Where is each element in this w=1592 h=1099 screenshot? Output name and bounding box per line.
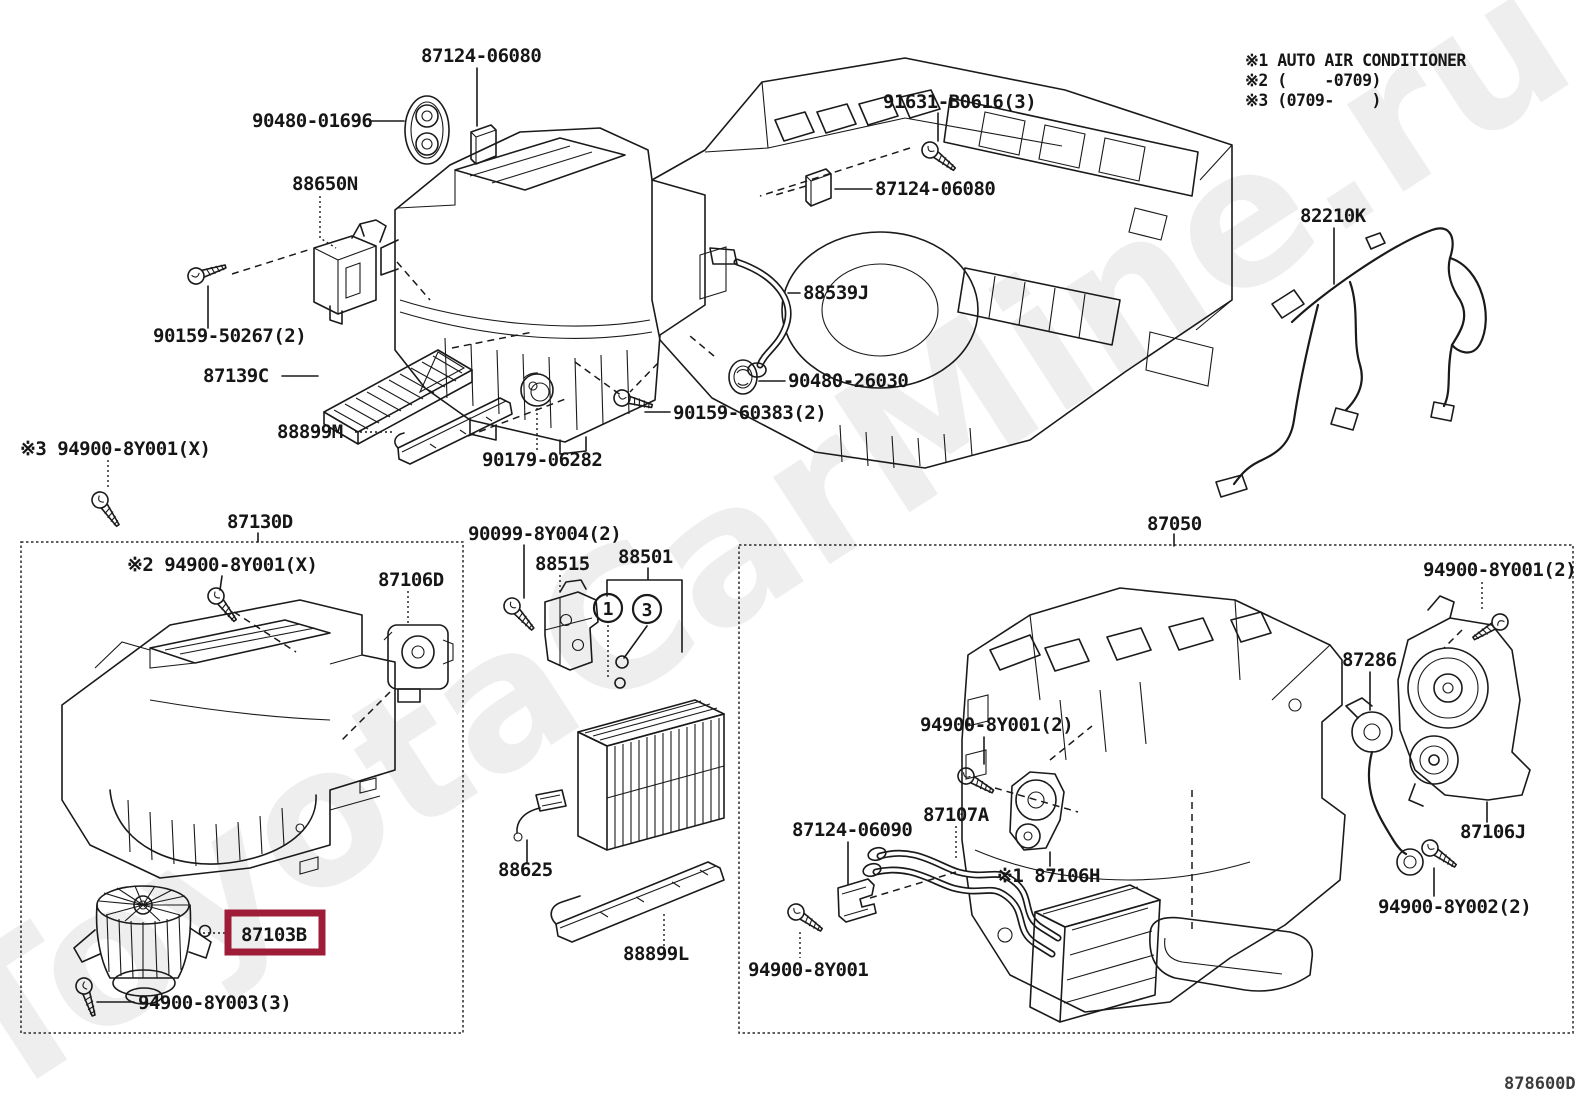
heater-core-87107A-drawing xyxy=(862,846,1161,1023)
part-label-87107A[interactable]: 87107A xyxy=(923,804,990,826)
part-label-90179-06282[interactable]: 90179-06282 xyxy=(482,449,603,471)
highlight-box xyxy=(224,909,326,956)
part-label-87106D[interactable]: 87106D xyxy=(378,569,444,591)
legend-line-3: ※3 (0709- ) xyxy=(1245,91,1381,110)
packing-87124-06080-b-drawing xyxy=(805,168,832,207)
hose-88539J-drawing xyxy=(709,247,792,378)
part-label-94900-8Y003[interactable]: 94900-8Y003(3) xyxy=(138,992,292,1014)
part-label-87106J[interactable]: 87106J xyxy=(1460,821,1526,843)
callout-3-number: 3 xyxy=(642,600,653,621)
part-label-90099-8Y004[interactable]: 90099-8Y004(2) xyxy=(468,523,622,545)
servo-assembly-87106J-drawing xyxy=(1397,595,1531,807)
screw-90159-50267 xyxy=(185,258,229,287)
part-label-90480-01696[interactable]: 90480-01696 xyxy=(252,110,373,132)
leader-lines xyxy=(96,67,1488,1003)
right-panel-box xyxy=(738,544,1574,1034)
wire-harness-82210K-drawing xyxy=(1215,227,1487,498)
evaporator-88501-drawing xyxy=(577,655,725,851)
part-label-87050[interactable]: 87050 xyxy=(1147,513,1202,535)
part-label-88515[interactable]: 88515 xyxy=(535,553,590,575)
cover-88899L-drawing xyxy=(550,861,725,943)
part-label-87106H[interactable]: ※1 87106H xyxy=(997,865,1100,887)
highlighted-part-87103B[interactable]: 87103B xyxy=(224,909,326,956)
part-label-87124-06090[interactable]: 87124-06090 xyxy=(792,819,913,841)
hvac-main-assembly-drawing xyxy=(380,57,1233,469)
alignment-dashed-lines xyxy=(231,147,1463,933)
filter-87139C-drawing xyxy=(323,349,473,445)
part-label-88501[interactable]: 88501 xyxy=(618,546,673,568)
servo-87106D-drawing xyxy=(383,624,454,703)
clamp-87124-06090-drawing xyxy=(837,878,877,923)
packing-87124-06080-a-drawing xyxy=(470,124,497,165)
blower-case-drawing xyxy=(61,599,396,879)
left-panel-box xyxy=(20,541,464,1034)
part-label-88625[interactable]: 88625 xyxy=(498,859,553,881)
ac-unit-case-drawing xyxy=(961,587,1346,1013)
callout-1[interactable]: 1 xyxy=(592,592,624,624)
part-label-91631-B0616[interactable]: 91631-B0616(3) xyxy=(883,91,1037,113)
expansion-valve-88515-drawing xyxy=(544,579,599,671)
grommet-90179-06282-drawing xyxy=(520,372,554,407)
screw-94900-8Y001-bottom xyxy=(784,900,827,938)
part-label-94900-8Y001-2b[interactable]: 94900-8Y001(2) xyxy=(1423,559,1577,581)
part-label-87139C[interactable]: 87139C xyxy=(203,365,269,387)
callout-1-number: 1 xyxy=(603,599,614,620)
grommet-90480-26030-drawing xyxy=(728,359,758,395)
part-label-90159-60383[interactable]: 90159-60383(2) xyxy=(673,402,827,424)
servo-87286-drawing xyxy=(1345,697,1424,876)
legend: ※1 AUTO AIR CONDITIONER ※2 ( -0709) ※3 (… xyxy=(1245,51,1467,110)
part-label-87286[interactable]: 87286 xyxy=(1342,649,1397,671)
part-label-94900-8Y001-2a[interactable]: 94900-8Y001(2) xyxy=(920,714,1074,736)
part-label-88539J[interactable]: 88539J xyxy=(803,282,869,304)
amplifier-88650N-drawing xyxy=(313,219,387,325)
part-label-90159-50267[interactable]: 90159-50267(2) xyxy=(153,325,307,347)
part-label-90480-26030[interactable]: 90480-26030 xyxy=(788,370,909,392)
part-label-82210K[interactable]: 82210K xyxy=(1300,205,1367,227)
holder-88899M-drawing xyxy=(394,397,513,465)
drawing-number: 878600D xyxy=(1504,1074,1576,1094)
part-label-88899M[interactable]: 88899M xyxy=(277,421,343,443)
part-label-88899L[interactable]: 88899L xyxy=(623,943,689,965)
part-label-94900-8Y001-X3[interactable]: ※3 94900-8Y001(X) xyxy=(20,438,211,460)
screw-94900-8Y003-top xyxy=(88,488,126,531)
callout-3[interactable]: 3 xyxy=(631,593,663,625)
part-label-87130D[interactable]: 87130D xyxy=(227,511,293,533)
part-label-94900-8Y002[interactable]: 94900-8Y002(2) xyxy=(1378,896,1532,918)
part-label-87103B: 87103B xyxy=(241,924,307,946)
screw-94900-8Y002 xyxy=(1418,836,1461,874)
sensor-88625-drawing xyxy=(513,789,567,842)
part-label-87124-06080-a[interactable]: 87124-06080 xyxy=(421,45,542,67)
part-label-94900-8Y001-X2[interactable]: ※2 94900-8Y001(X) xyxy=(127,554,318,576)
screw-94900-8Y001-X2 xyxy=(203,583,243,627)
part-label-88650N[interactable]: 88650N xyxy=(292,173,358,195)
legend-line-1: ※1 AUTO AIR CONDITIONER xyxy=(1245,51,1466,70)
grommet-90480-01696-drawing xyxy=(404,95,450,165)
part-label-87124-06080-b[interactable]: 87124-06080 xyxy=(875,178,996,200)
part-label-94900-8Y001[interactable]: 94900-8Y001 xyxy=(748,959,869,981)
servo-87106H-drawing xyxy=(1009,771,1065,851)
blower-motor-87103B-drawing xyxy=(73,885,212,1005)
legend-line-2: ※2 ( -0709) xyxy=(1245,71,1381,90)
